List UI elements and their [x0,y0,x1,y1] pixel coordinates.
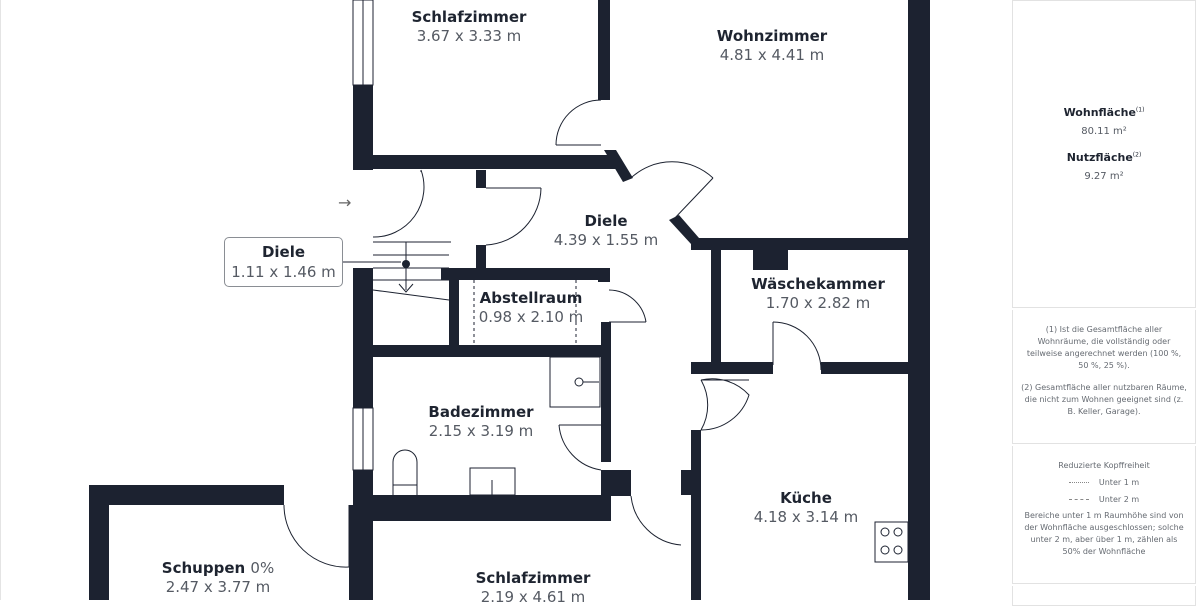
footnote-2: (2) Gesamtfläche aller nutzbaren Räume, … [1021,383,1187,416]
legend-under-1m: Unter 1 m [1013,478,1195,487]
wohnflaeche-value: 80.11 m² [1081,126,1127,137]
room-dimension: 4.39 x 1.55 m [553,230,659,249]
floor-plan: Schlafzimmer 3.67 x 3.33 m Wohnzimmer 4.… [0,0,930,606]
footnotes-panel: (1) Ist die Gesamtfläche aller Wohnräume… [1012,310,1196,444]
room-name: Küche [780,489,832,507]
room-badezimmer: Badezimmer 2.15 x 3.19 m [428,403,533,441]
nutzflaeche-value: 9.27 m² [1084,171,1124,182]
legend-title: Reduzierte Kopffreiheit [1058,461,1150,470]
room-schlafzimmer-bottom: Schlafzimmer 2.19 x 4.61 m [476,569,591,607]
headroom-legend-panel: Reduzierte Kopffreiheit Unter 1 m Unter … [1012,446,1196,584]
room-name: Diele [261,243,306,261]
room-wohnzimmer: Wohnzimmer 4.81 x 4.41 m [717,27,827,65]
room-dimension: 0.98 x 2.10 m [478,307,584,326]
room-name: Schuppen [161,559,246,577]
room-dimension: 3.67 x 3.33 m [416,26,522,45]
room-dimension: 2.47 x 3.77 m [165,577,271,596]
room-waeschekammer: Wäschekammer 1.70 x 2.82 m [751,275,885,313]
logo-panel [1012,586,1196,606]
floor-plan-drawing [89,0,930,600]
room-dimension: 4.18 x 3.14 m [753,507,859,526]
room-name: Badezimmer [428,403,534,421]
room-schuppen: Schuppen 0% 2.47 x 3.77 m [162,559,274,597]
dashed-line-icon [1068,499,1089,500]
room-dimension: 1.11 x 1.46 m [231,262,336,281]
room-diele-main: Diele 4.39 x 1.55 m [554,212,659,250]
room-name: Wäschekammer [751,275,885,293]
room-dimension: 2.15 x 3.19 m [428,421,534,440]
nutzflaeche-label: Nutzfläche(2) [1066,151,1142,164]
area-stats-panel: Wohnfläche(1) 80.11 m² Nutzfläche(2) 9.2… [1012,0,1196,308]
area-summary-sidebar: Wohnfläche(1) 80.11 m² Nutzfläche(2) 9.2… [1012,0,1196,606]
dotted-line-icon [1068,482,1089,483]
room-abstellraum: Abstellraum 0.98 x 2.10 m [479,289,584,327]
wohnflaeche-label: Wohnfläche(1) [1063,106,1145,119]
room-kueche: Küche 4.18 x 3.14 m [754,489,859,527]
room-dimension: 2.19 x 4.61 m [480,587,586,606]
entrance-arrow-icon: → [338,193,352,212]
room-schlafzimmer-top: Schlafzimmer 3.67 x 3.33 m [412,8,527,46]
room-name: Abstellraum [479,289,583,307]
room-name: Schlafzimmer [475,569,591,587]
footnote-1: (1) Ist die Gesamtfläche aller Wohnräume… [1026,325,1182,370]
room-name: Wohnzimmer [716,27,828,45]
room-diele-small-callout: Diele 1.11 x 1.46 m [224,237,343,287]
room-percentage: 0% [250,559,275,577]
legend-under-2m: Unter 2 m [1013,495,1195,504]
room-name: Diele [584,212,628,230]
legend-note: Bereiche unter 1 m Raumhöhe sind von der… [1024,511,1184,556]
room-dimension: 4.81 x 4.41 m [719,45,825,64]
room-name: Schlafzimmer [411,8,527,26]
room-dimension: 1.70 x 2.82 m [765,293,871,312]
